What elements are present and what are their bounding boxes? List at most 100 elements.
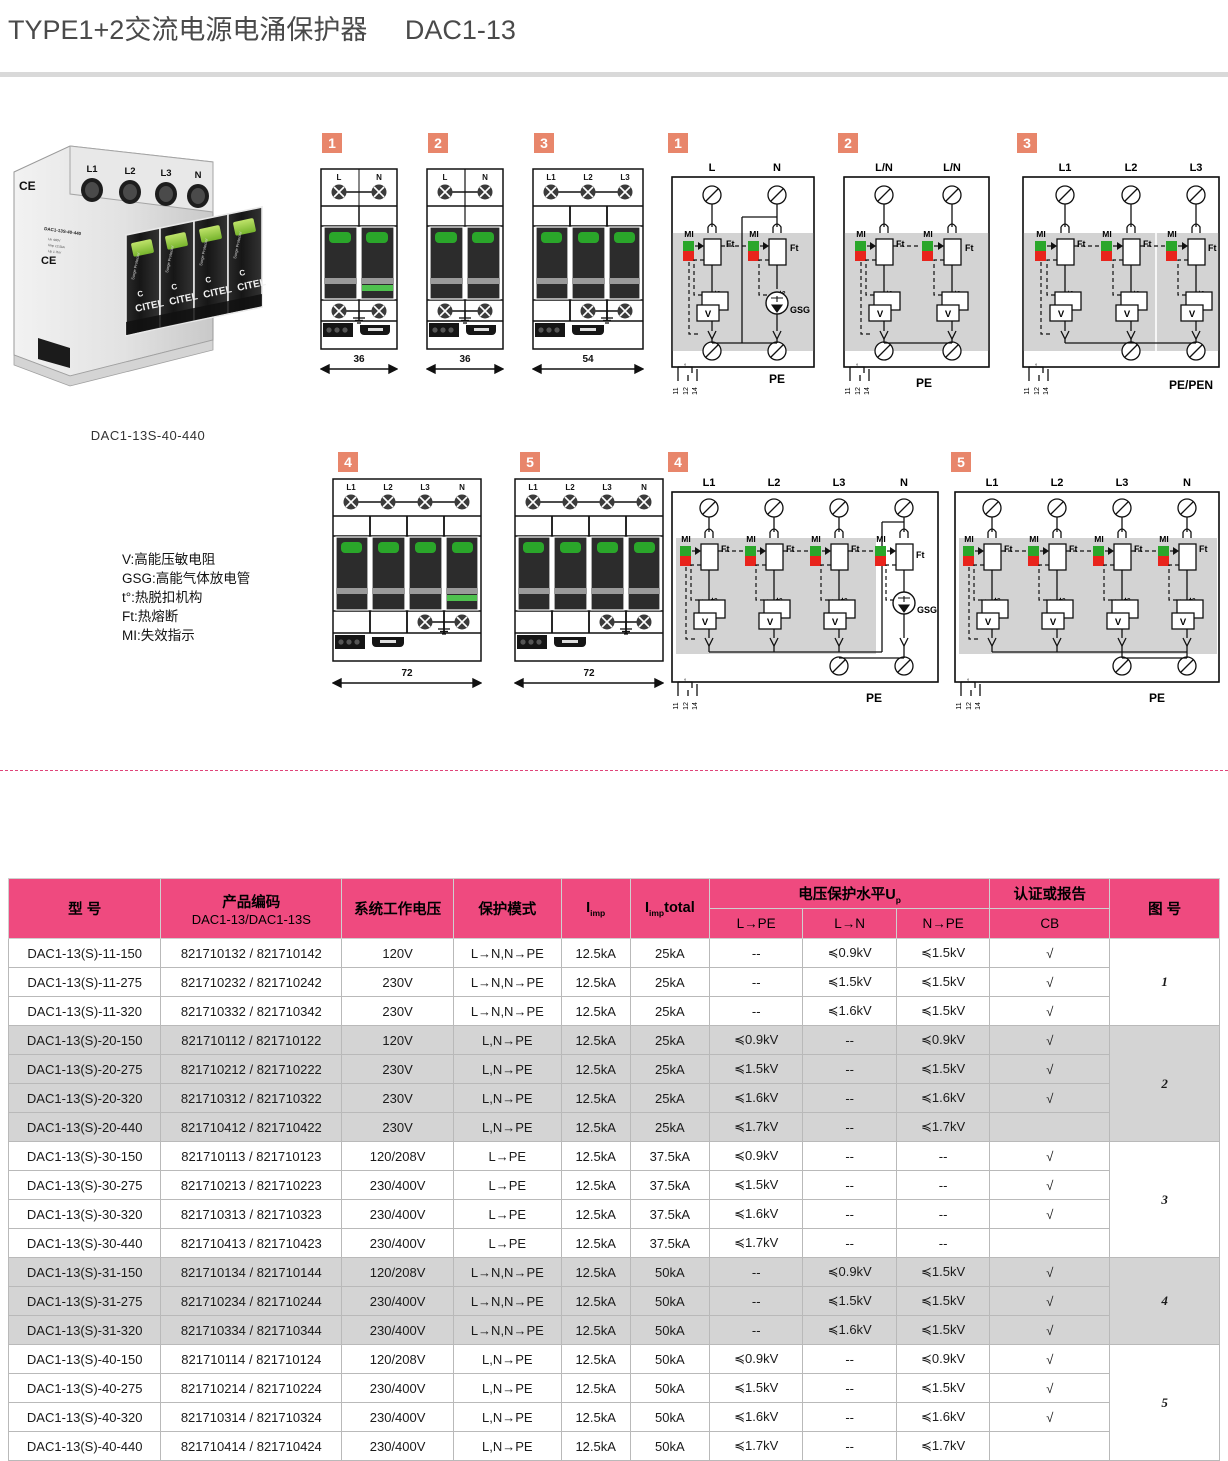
iimp-cell: 12.5kA (560, 967, 631, 997)
system-voltage-cell: 230V (341, 967, 454, 997)
cert-cb-cell: √ (989, 938, 1111, 968)
system-voltage-cell: 120/208V (341, 1257, 454, 1287)
iimp-total-cell: 25kA (629, 1025, 710, 1055)
cert-cb-cell: √ (989, 1025, 1111, 1055)
up-l-pe-cell: ≼0.9kV (708, 1025, 804, 1055)
iimp-cell: 12.5kA (560, 1228, 631, 1258)
svg-text:Iimp 12.5kA: Iimp 12.5kA (48, 243, 66, 249)
model-cell: DAC1-13(S)-20-440 (7, 1112, 162, 1142)
up-l-pe-cell: -- (708, 967, 804, 997)
up-l-pe-cell: ≼1.6kV (708, 1083, 804, 1113)
table-header-row-1: 型 号 产品编码 DAC1-13/DAC1-13S 系统工作电压 保护模式 Ii… (7, 878, 1220, 939)
svg-text:V: V (1124, 309, 1131, 320)
figure-number-cell: 2 (1109, 1025, 1220, 1142)
protection-mode-cell: L,N→PE (452, 1112, 562, 1142)
module-diagram-1: L N 36 (320, 168, 398, 378)
svg-text:Ft: Ft (1069, 544, 1078, 554)
system-voltage-cell: 230/400V (341, 1431, 454, 1461)
cert-cb-cell: √ (989, 1257, 1111, 1287)
product-photo-caption: DAC1-13S-40-440 (90, 428, 206, 443)
svg-text:N: N (773, 162, 781, 174)
up-l-n-cell: -- (802, 1141, 897, 1171)
part-number-cell: 821710314 / 821710324 (160, 1402, 343, 1432)
iimp-cell: 12.5kA (560, 1344, 631, 1374)
system-voltage-cell: 230/400V (341, 1402, 454, 1432)
th-cert-cb: CB (989, 908, 1111, 939)
svg-text:36: 36 (353, 354, 365, 365)
up-l-n-cell: ≼0.9kV (802, 938, 897, 968)
svg-text:Ft: Ft (790, 243, 799, 253)
svg-text:V: V (1050, 617, 1057, 628)
up-l-pe-cell: ≼1.6kV (708, 1199, 804, 1229)
svg-text:MI: MI (1102, 229, 1111, 239)
system-voltage-cell: 230V (341, 996, 454, 1026)
svg-text:L3: L3 (160, 168, 171, 179)
svg-text:Ft: Ft (965, 243, 974, 253)
header-divider (0, 72, 1228, 77)
svg-text:Surge Protector: Surge Protector (130, 251, 141, 280)
svg-text:L: L (337, 173, 342, 182)
iimp-total-cell: 25kA (629, 1054, 710, 1084)
cert-cb-cell: √ (989, 1199, 1111, 1229)
module-diagram-3: L1 L2 L3 54 (532, 168, 644, 378)
svg-text:L: L (709, 162, 716, 174)
cert-cb-cell: √ (989, 1170, 1111, 1200)
up-n-pe-cell: ≼1.6kV (895, 1083, 991, 1113)
svg-text:72: 72 (583, 668, 595, 679)
svg-text:L3: L3 (620, 173, 630, 182)
svg-text:L2: L2 (1125, 162, 1138, 174)
iimp-cell: 12.5kA (560, 1112, 631, 1142)
svg-text:Surge Protector: Surge Protector (164, 244, 175, 273)
iimp-total-cell: 50kA (629, 1286, 710, 1316)
svg-text:14: 14 (692, 387, 699, 395)
cert-cb-cell: √ (989, 1315, 1111, 1345)
figure-badge-2: 2 (428, 133, 448, 153)
svg-text:MI: MI (923, 229, 932, 239)
iimp-cell: 12.5kA (560, 1083, 631, 1113)
up-l-pe-cell: ≼0.9kV (708, 1141, 804, 1171)
model-cell: DAC1-13(S)-11-150 (7, 938, 162, 968)
model-cell: DAC1-13(S)-30-440 (7, 1228, 162, 1258)
svg-text:MI: MI (746, 534, 755, 544)
legend-line-v: V:高能压敏电阻 (122, 552, 216, 567)
th-figure: 图 号 (1109, 878, 1220, 939)
th-part-number-line1: 产品编码 (222, 894, 281, 911)
part-number-cell: 821710312 / 821710322 (160, 1083, 343, 1113)
th-part-number-line2: DAC1-13/DAC1-13S (191, 911, 311, 927)
th-iimp: Iimp (560, 878, 631, 939)
svg-text:Ft: Ft (721, 544, 730, 554)
svg-text:12: 12 (1034, 387, 1041, 395)
up-n-pe-cell: ≼1.5kV (895, 938, 991, 968)
svg-text:L2: L2 (124, 166, 135, 177)
svg-text:PE: PE (916, 376, 932, 390)
up-l-pe-cell: ≼1.5kV (708, 1373, 804, 1403)
svg-text:L2: L2 (768, 477, 781, 489)
module-diagram-5: L1 L2 L3 N (514, 478, 664, 693)
svg-text:L3: L3 (1190, 162, 1203, 174)
up-l-n-cell: -- (802, 1199, 897, 1229)
iimp-total-cell: 50kA (629, 1373, 710, 1403)
iimp-cell: 12.5kA (560, 1402, 631, 1432)
system-voltage-cell: 230/400V (341, 1315, 454, 1345)
schematic-badge-4: 4 (668, 452, 688, 472)
legend-line-gsg: GSG:高能气体放电管 (122, 571, 251, 586)
cert-cb-cell (989, 1431, 1111, 1461)
schematic-diagram-5: L1 L2 L3 N (947, 470, 1225, 710)
up-l-pe-cell: -- (708, 938, 804, 968)
page-title: TYPE1+2交流电源电涌保护器 DAC1-13 (8, 15, 516, 45)
cert-cb-cell: √ (989, 1373, 1111, 1403)
schematic-badge-5: 5 (951, 452, 971, 472)
figure-number-cell: 4 (1109, 1257, 1220, 1345)
svg-text:11: 11 (956, 702, 963, 709)
svg-text:V: V (945, 309, 952, 320)
th-protection-mode: 保护模式 (452, 878, 562, 939)
cert-cb-cell: √ (989, 1054, 1111, 1084)
part-number-cell: 821710132 / 821710142 (160, 938, 343, 968)
svg-text:C: C (205, 275, 213, 285)
